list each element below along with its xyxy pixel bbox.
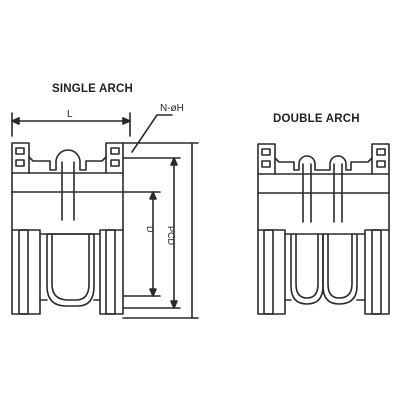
right-bottom-flange-double bbox=[364, 229, 390, 315]
double-arch-profile bbox=[274, 155, 373, 171]
single-arch-joint bbox=[11, 112, 199, 319]
single-arch-bellows bbox=[46, 233, 95, 307]
dim-diameter-line bbox=[122, 191, 161, 297]
single-arch-loop bbox=[61, 161, 75, 221]
single-arch-profile bbox=[28, 149, 107, 171]
dim-bolt-holes-label: N-øH bbox=[160, 103, 184, 114]
right-bottom-flange bbox=[99, 229, 124, 315]
left-bottom-flange bbox=[11, 229, 41, 315]
double-arch-title: DOUBLE ARCH bbox=[273, 113, 360, 125]
double-arch-joint bbox=[257, 143, 390, 315]
dim-length-line bbox=[11, 112, 131, 137]
dim-pcd-label: PCD bbox=[166, 226, 176, 246]
dim-length-label: L bbox=[67, 109, 73, 120]
dim-outer-line bbox=[122, 142, 199, 319]
double-arch-bellows bbox=[290, 233, 324, 305]
dim-pcd-line bbox=[122, 157, 181, 309]
double-arch-loops bbox=[302, 163, 343, 223]
dim-diameter-label: D bbox=[145, 226, 155, 233]
left-bottom-flange-double bbox=[257, 229, 286, 315]
single-arch-title: SINGLE ARCH bbox=[52, 83, 133, 95]
bolt-hole-leader bbox=[131, 114, 173, 153]
